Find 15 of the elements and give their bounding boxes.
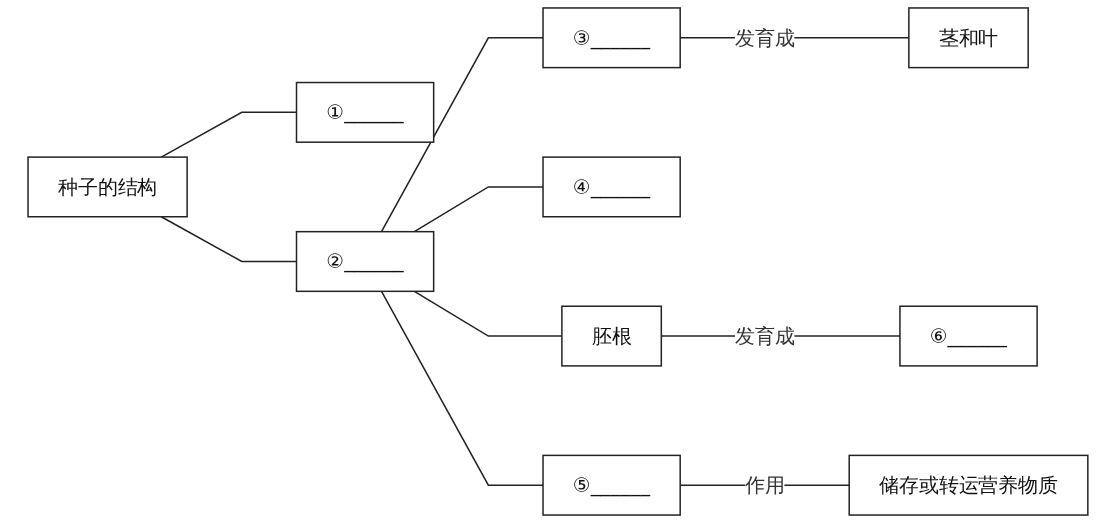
edge-label: 作用 [744,473,785,498]
node-box: ⑤______ [541,454,681,516]
node-box: ④______ [541,156,681,218]
node-box: ②______ [295,230,434,293]
node-box: 茎和叶 [907,7,1029,69]
edge-label: 发育成 [734,324,795,348]
node-box: ①______ [295,81,434,143]
edge-label: 发育成 [734,25,795,50]
node-box: ③______ [541,7,681,69]
node-box: 胚根 [560,305,662,367]
connector [160,111,297,158]
connector [160,216,297,263]
node-box: 储存或转运营养物质 [848,454,1089,516]
node-box: ⑥______ [898,305,1038,367]
node-box: 种子的结构 [26,156,188,218]
